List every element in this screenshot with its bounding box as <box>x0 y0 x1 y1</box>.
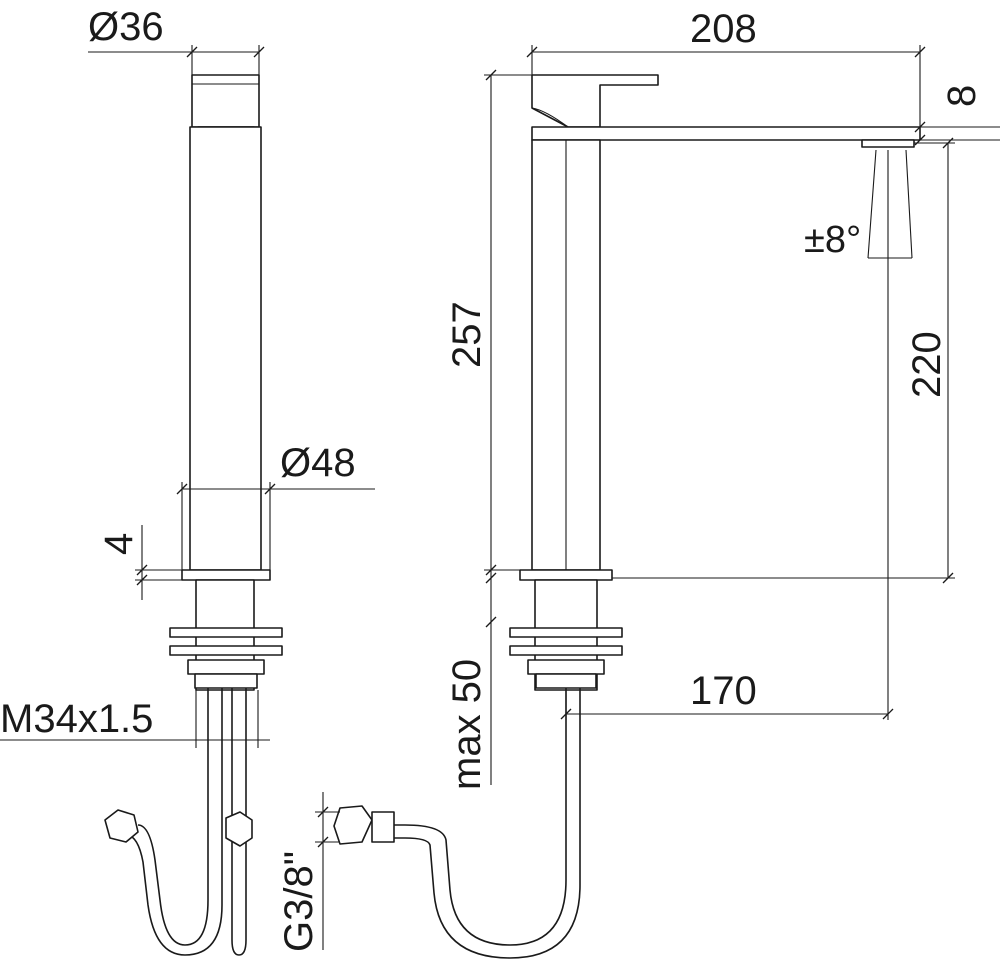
hose-nut-mid <box>225 811 253 847</box>
dim-spout-thickness-8: 8 <box>940 85 984 107</box>
side-base-flange <box>519 569 613 581</box>
front-body <box>189 126 262 571</box>
side-nut <box>527 659 605 675</box>
side-spout <box>531 126 921 141</box>
front-washer-2 <box>169 645 283 656</box>
side-hose-nut <box>333 805 373 845</box>
dim-height-220: 220 <box>905 331 949 398</box>
side-view <box>333 74 921 959</box>
side-washer <box>509 627 623 638</box>
dim-flange-4: 4 <box>97 533 141 555</box>
dim-width-208: 208 <box>690 7 757 51</box>
dim-reach-170: 170 <box>690 669 757 713</box>
front-view <box>104 74 283 956</box>
side-washer-2 <box>509 645 623 656</box>
dim-hose-g38: G3/8" <box>277 851 321 952</box>
dim-max-50: max 50 <box>445 659 489 790</box>
front-nut <box>187 659 265 675</box>
dim-height-257: 257 <box>445 301 489 368</box>
front-handle <box>191 74 260 128</box>
dimension-lines <box>0 45 1000 950</box>
side-outlet <box>861 139 915 148</box>
dim-diameter-36: Ø36 <box>88 5 164 49</box>
front-washer <box>169 627 283 638</box>
dim-thread-m34: M34x1.5 <box>0 697 153 741</box>
dim-diameter-48: Ø48 <box>280 441 356 485</box>
side-lever <box>531 74 659 128</box>
front-base-flange <box>181 569 271 581</box>
hose-nut-left <box>104 809 139 843</box>
dim-spray-angle: ±8° <box>804 219 861 261</box>
